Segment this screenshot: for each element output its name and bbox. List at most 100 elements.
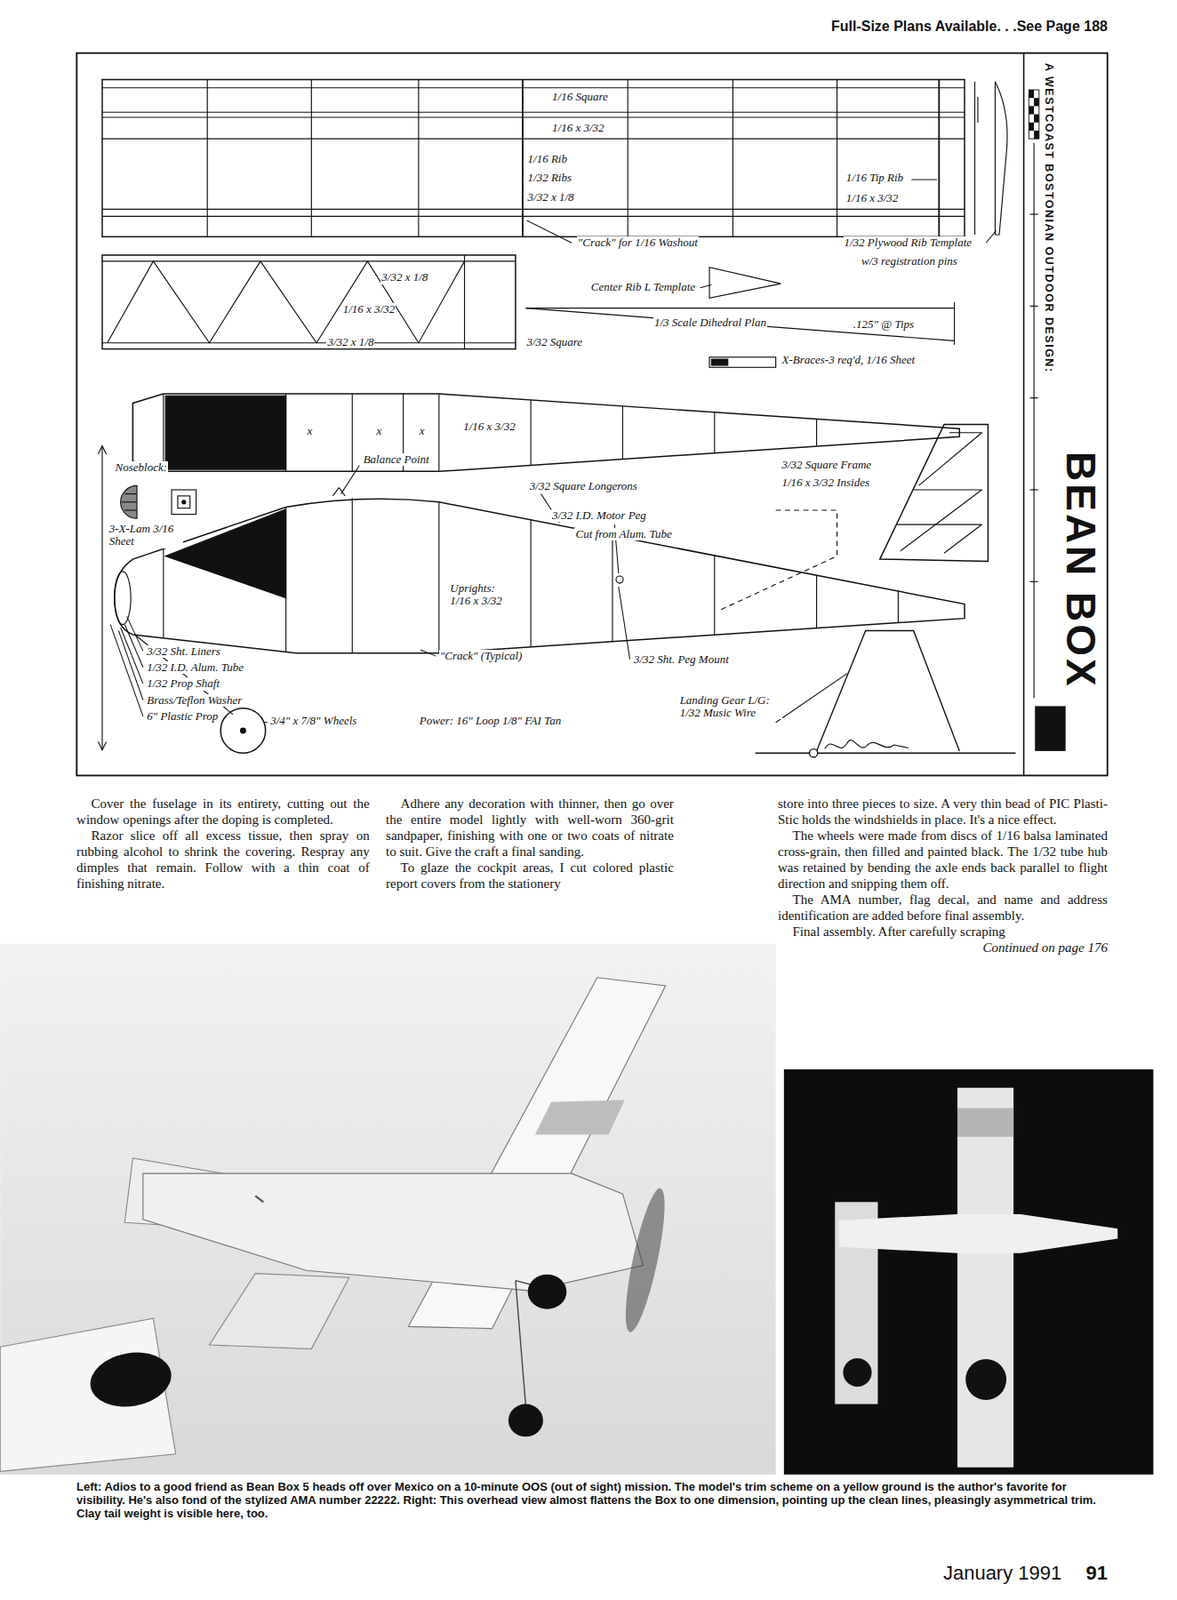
sidebar-marks <box>1029 488 1038 490</box>
plan-label: 1/32 Ribs <box>527 171 573 185</box>
plan-title: BEAN BOX <box>1060 451 1102 689</box>
leader-lines <box>127 616 144 651</box>
fuselage-top-view <box>530 400 532 465</box>
photo-left <box>255 1195 264 1202</box>
sidebar-marks <box>1033 97 1040 106</box>
wing-plan <box>521 80 524 238</box>
fuselage-side-view <box>816 575 817 629</box>
plan-label: w/3 registration pins <box>860 255 959 268</box>
photo-left <box>0 944 776 1475</box>
rib-template-and-dihedral <box>709 357 777 368</box>
plan-label: X-Braces-3 req'd, 1/16 Sheet <box>780 353 916 367</box>
fin-plan <box>918 432 982 487</box>
plan-label: 3/4" x 7/8" Wheels <box>269 714 358 728</box>
fuselage-side-view <box>713 554 715 635</box>
fuselage-top-view <box>816 419 817 447</box>
leader-lines <box>120 627 144 684</box>
fuselage-side-view <box>240 728 247 734</box>
wing-plan <box>102 208 965 210</box>
sidebar-marks <box>1033 114 1040 123</box>
design-credit: A WESTCOAST BOSTONIAN OUTDOOR DESIGN: <box>1043 63 1056 374</box>
wing-plan <box>102 80 1008 238</box>
sidebar-marks <box>1028 89 1039 139</box>
photo-right <box>957 1088 1014 1468</box>
leader-lines <box>985 230 996 243</box>
photo-right <box>784 1069 1154 1475</box>
noseblock-detail <box>121 501 137 503</box>
sidebar-marks <box>1029 213 1038 215</box>
leader-lines <box>700 284 713 288</box>
sidebar-marks <box>1029 305 1038 307</box>
noseblock-detail <box>120 485 197 519</box>
body-text: Cover the fuselage in its entirety, cutt… <box>76 795 370 828</box>
noseblock-detail <box>182 500 186 505</box>
wing-plan <box>732 80 734 238</box>
plan-label: 1/32 I.D. Alum. Tube <box>145 661 245 674</box>
plan-label: 3/32 x 1/8 <box>380 271 429 284</box>
leader-lines <box>118 630 144 700</box>
fuselage-side-view <box>616 576 624 584</box>
stabilizer-plan <box>102 260 516 262</box>
sidebar-marks <box>1028 122 1034 131</box>
fuselage-top-view <box>285 393 287 472</box>
body-text: store into three pieces to size. A very … <box>777 795 1108 828</box>
leader-lines <box>776 673 848 723</box>
plan-label: 1/16 x 3/32 <box>845 192 900 205</box>
body-text: Razor slice off all excess tissue, then … <box>76 827 370 892</box>
wing-plan <box>937 80 940 238</box>
fuselage-side-view <box>97 446 965 754</box>
plan-label: Center Rib L Template <box>590 280 697 294</box>
plan-label: 1/16 Square <box>551 90 609 104</box>
fin-plan <box>880 424 989 562</box>
wing-plan <box>976 96 978 123</box>
leader-lines <box>911 179 937 181</box>
plan-label: Brass/Teflon Washer <box>145 694 243 707</box>
fuselage-side-view <box>530 519 532 647</box>
photo-left <box>508 1404 544 1438</box>
plan-label: 1/16 x 3/32 <box>551 121 606 135</box>
photo-right <box>842 1358 872 1387</box>
fuselage-top-view <box>165 395 286 470</box>
landing-gear-front-view <box>755 630 1017 757</box>
plan-label: 3-X-Lam 3/16 Sheet <box>108 522 185 549</box>
landing-gear-front-view <box>816 630 961 751</box>
plan-frame <box>76 53 1107 777</box>
fuselage-side-view <box>97 446 106 455</box>
plan-label: 3/32 Square <box>525 336 584 349</box>
plan-label: 3/32 x 1/8 <box>326 336 375 349</box>
stabilizer-plan <box>464 255 465 350</box>
body-text: The wheels were made from discs of 1/16 … <box>777 827 1108 892</box>
sidebar-marks <box>1029 397 1038 399</box>
fuselage-side-view <box>285 507 287 653</box>
wing-plan <box>207 80 209 238</box>
rib-template-and-dihedral <box>711 359 728 366</box>
leader-lines <box>527 220 573 243</box>
wing-plan <box>102 116 965 118</box>
plan-label: 3/32 x 1/8 <box>527 191 576 204</box>
landing-gear-front-view <box>809 749 818 758</box>
fuselage-side-view <box>897 591 899 624</box>
fin-plan <box>949 432 983 433</box>
plan-label: 1/16 x 3/32 <box>462 420 517 433</box>
photo-right <box>784 1069 1154 1475</box>
fuselage-side-view <box>720 510 838 611</box>
brace-mark: x <box>305 424 313 438</box>
wing-plan <box>102 216 965 217</box>
photo-left <box>0 1318 176 1472</box>
sidebar-marks <box>1028 105 1034 114</box>
photo-left <box>515 1281 526 1407</box>
fuselage-side-view <box>101 446 103 751</box>
body-text: Final assembly. After carefully scraping <box>777 923 1108 940</box>
stabilizer-plan <box>102 255 516 350</box>
fuselage-top-view <box>132 393 960 472</box>
fuselage-side-view <box>438 502 440 654</box>
noseblock-detail <box>171 489 197 515</box>
rib-template-and-dihedral <box>525 308 954 342</box>
wing-plan <box>974 81 976 235</box>
photo-left <box>143 1173 644 1291</box>
body-text: To glaze the cockpit areas, I cut colore… <box>385 859 674 892</box>
rib-template-and-dihedral <box>709 267 781 298</box>
sidebar-marks <box>1033 130 1040 139</box>
wing-plan <box>102 80 965 238</box>
